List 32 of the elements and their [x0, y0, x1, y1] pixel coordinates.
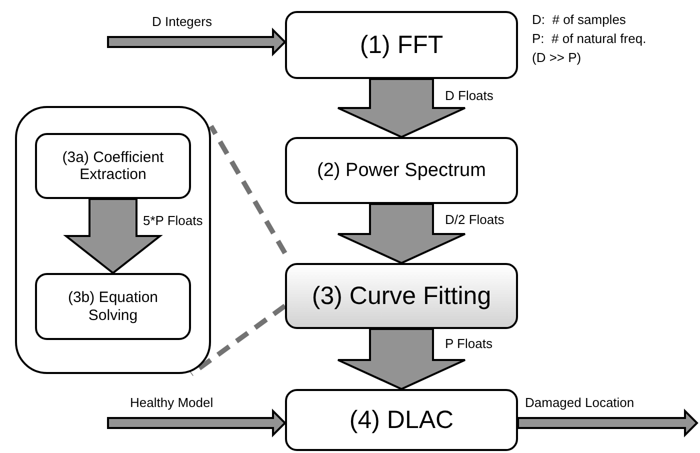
node-label: (4) DLAC: [349, 406, 454, 434]
dashed-line: [208, 124, 288, 254]
edge-label: Damaged Location: [523, 395, 636, 410]
process-box: [285, 11, 518, 79]
process-box: [285, 137, 518, 204]
block-arrow: [517, 408, 698, 438]
process-box: [35, 133, 191, 199]
note-text: (D >> P): [532, 50, 582, 65]
block-arrow: [337, 203, 466, 264]
node-label: (1) FFT: [360, 30, 444, 60]
block-arrow: [107, 408, 286, 438]
edge-label: Healthy Model: [128, 395, 216, 410]
block-arrow: [63, 198, 163, 274]
edge-label: P Floats: [443, 336, 494, 351]
process-box: [35, 273, 191, 340]
block-arrow: [337, 328, 466, 390]
empty-box: [15, 106, 211, 374]
node-label: (3b) Equation Solving: [66, 289, 160, 324]
block-arrow: [337, 78, 466, 138]
node-label: (3a) Coefficient Extraction: [61, 148, 165, 184]
edge-label: D Integers: [150, 14, 214, 29]
process-box: [285, 263, 518, 329]
note-text: P: # of natural freq.: [532, 31, 646, 46]
dashed-line: [190, 304, 286, 376]
block-arrow: [107, 28, 286, 56]
edge-label: D Floats: [443, 88, 496, 103]
note-text: D: # of samples: [532, 12, 626, 27]
process-box: [285, 389, 518, 451]
edge-label: 5*P Floats: [141, 213, 205, 228]
edge-label: D/2 Floats: [443, 212, 506, 227]
node-label: (2) Power Spectrum: [317, 160, 486, 182]
node-label: (3) Curve Fitting: [312, 282, 492, 310]
